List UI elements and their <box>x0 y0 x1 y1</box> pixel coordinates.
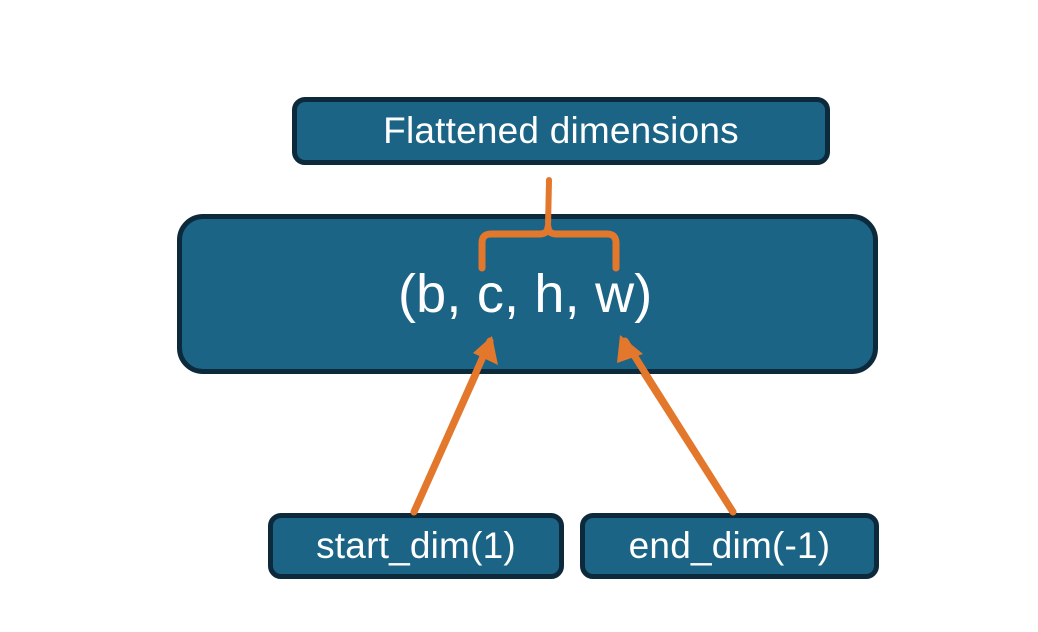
node-start-dim[interactable]: start_dim(1) <box>268 513 564 579</box>
node-flattened-dimensions[interactable]: Flattened dimensions <box>292 97 830 165</box>
node-flattened-dimensions-label: Flattened dimensions <box>383 110 739 151</box>
node-tensor-shape-label: (b, c, h, w) <box>398 264 653 324</box>
node-end-dim[interactable]: end_dim(-1) <box>580 513 879 579</box>
node-start-dim-label: start_dim(1) <box>316 525 516 566</box>
node-end-dim-label: end_dim(-1) <box>628 525 831 566</box>
node-tensor-shape[interactable]: (b, c, h, w) <box>177 214 878 374</box>
